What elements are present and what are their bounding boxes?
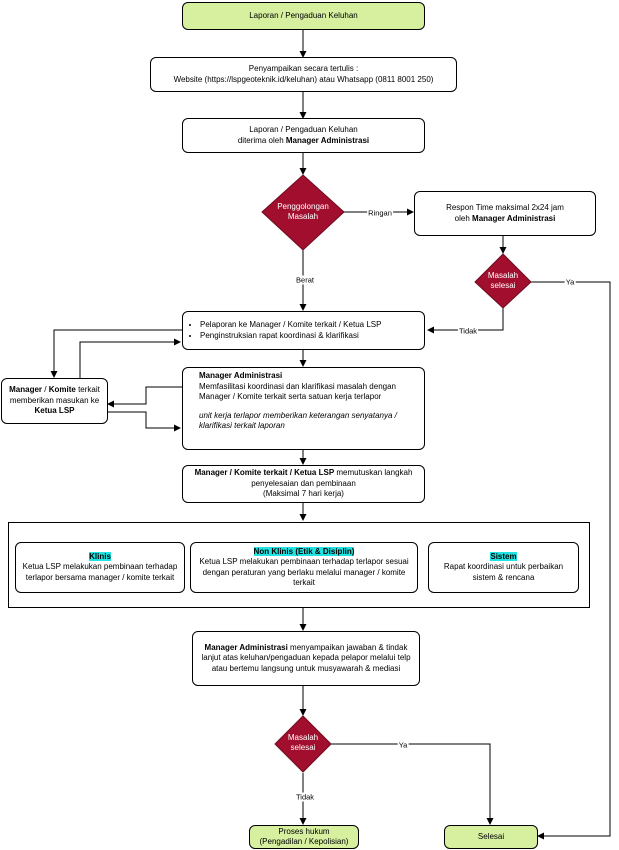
edge-label-ya1: Ya — [564, 277, 576, 287]
classify-decision-label: Penggolongan Masalah — [277, 202, 329, 221]
reply-text: Manager Administrasi menyampaikan jawaba… — [198, 643, 414, 675]
report-item: Penginstruksian rapat koordinasi & klari… — [200, 331, 381, 342]
decide-bold: Manager / Komite terkait / Ketua LSP — [194, 468, 335, 478]
nonclinical-text: Ketua LSP melakukan pembinaan terhadap t… — [199, 557, 409, 587]
decide-note: (Maksimal 7 hari kerja) — [263, 489, 344, 499]
resolved2-decision-label: Masalah selesai — [287, 733, 319, 752]
nonclinical-title: Non Klinis (Etik & Disiplin) — [253, 546, 355, 556]
response-line2: oleh Manager Administrasi — [420, 214, 590, 225]
edge-mgrcommittee-report — [79, 338, 181, 380]
received-line2-bold: Manager Administrasi — [285, 135, 370, 145]
edge-label-ya2: Ya — [397, 740, 409, 750]
report-node: Pelaporan ke Manager / Komite terkait / … — [182, 311, 425, 350]
received-line2-text: diterima oleh — [237, 135, 286, 145]
submission-node: Penyampaikan secara tertulis : Website (… — [150, 57, 457, 92]
received-node: Laporan / Pengaduan Keluhan diterima ole… — [182, 118, 425, 153]
edge-resolved1-report — [427, 307, 504, 334]
manager-committee-node: Manager / Komite terkait memberikan masu… — [1, 378, 108, 424]
edge-resolved2-done — [331, 743, 494, 825]
legal-line1: Proses hukum — [278, 826, 330, 836]
edge-label-tidak2: Tidak — [294, 792, 316, 802]
start-node: Laporan / Pengaduan Keluhan — [182, 2, 425, 30]
submission-line1: Penyampaikan secara tertulis : — [248, 64, 359, 73]
edge-admin-mgrcommittee — [107, 386, 182, 408]
diamond-classify-shape — [261, 174, 345, 251]
mc-bold-komite: Komite — [48, 385, 76, 395]
mc-bold-ketua: Ketua LSP — [34, 406, 75, 416]
clinical-text: Ketua LSP melakukan pembinaan terhadap t… — [22, 562, 178, 582]
decision-node: Manager / Komite terkait / Ketua LSP mem… — [182, 465, 425, 503]
admin-facilitation-node: Manager Administrasi Memfasilitasi koord… — [182, 367, 425, 450]
resolved1-decision-label: Masalah selesai — [487, 271, 519, 290]
mc-bold-manager: Manager — [9, 385, 43, 395]
received-line2: diterima oleh Manager Administrasi — [188, 136, 419, 147]
report-item: Pelaporan ke Manager / Komite terkait / … — [200, 320, 381, 331]
system-title: Sistem — [490, 551, 517, 561]
clinical-title: Klinis — [89, 551, 111, 561]
clinical-title-wrap: Klinis — [21, 551, 179, 563]
legal-process-node: Proses hukum (Pengadilan / Kepolisian) — [249, 825, 359, 849]
diamond-resolved2-shape — [274, 715, 332, 773]
categories-frame — [8, 522, 590, 608]
done-node: Selesai — [444, 825, 538, 849]
received-line1: Laporan / Pengaduan Keluhan — [249, 125, 358, 134]
submission-line2: Website (https://lspgeoteknik.id/keluhan… — [173, 74, 434, 84]
reply-rest: menyampaikan jawaban & tindak lanjut ata… — [201, 642, 411, 673]
clinical-node: Klinis Ketua LSP melakukan pembinaan ter… — [15, 542, 185, 593]
admin-title: Manager Administrasi — [199, 371, 283, 380]
start-label: Laporan / Pengaduan Keluhan — [249, 10, 358, 20]
system-text: Rapat koordinasi untuk perbaikan sistem … — [443, 562, 564, 582]
non-clinical-node: Non Klinis (Etik & Disiplin) Ketua LSP m… — [190, 542, 418, 593]
legal-line2: (Pengadilan / Kepolisian) — [259, 837, 349, 846]
response-line1: Respon Time maksimal 2x24 jam — [446, 203, 564, 212]
admin-text: Memfasilitasi koordinasi dan klarifikasi… — [199, 381, 396, 402]
decide-rest: memutuskan langkah penyelesaian dan pemb… — [251, 468, 413, 488]
edge-label-ringan: Ringan — [367, 208, 393, 218]
decide-text: Manager / Komite terkait / Ketua LSP mem… — [188, 468, 419, 489]
response-time-node: Respon Time maksimal 2x24 jam oleh Manag… — [414, 191, 596, 236]
reply-bold: Manager Administrasi — [204, 642, 288, 652]
system-node: Sistem Rapat koordinasi untuk perbaikan … — [428, 542, 579, 593]
edge-mgrcommittee-admin — [108, 411, 181, 432]
mc-sep: / — [42, 385, 49, 395]
reply-node: Manager Administrasi menyampaikan jawaba… — [192, 631, 420, 686]
diamond-resolved1-shape — [474, 253, 532, 309]
edge-label-berat: Berat — [295, 275, 315, 285]
system-title-wrap: Sistem — [434, 551, 573, 563]
response-line2-bold: Manager Administrasi — [472, 213, 556, 223]
edge-report-mgrcommittee — [50, 329, 182, 378]
nonclinical-title-wrap: Non Klinis (Etik & Disiplin) — [196, 546, 412, 558]
edge-label-tidak1: Tidak — [457, 326, 479, 336]
admin-italic-text: unit kerja terlapor memberikan keteranga… — [199, 410, 397, 431]
manager-committee-text: Manager / Komite terkait memberikan masu… — [5, 385, 104, 417]
response-line2-text: oleh — [454, 213, 473, 223]
done-label: Selesai — [477, 831, 505, 841]
mc-text: terkait memberikan masukan ke — [9, 385, 100, 405]
report-list: Pelaporan ke Manager / Komite terkait / … — [188, 320, 381, 341]
